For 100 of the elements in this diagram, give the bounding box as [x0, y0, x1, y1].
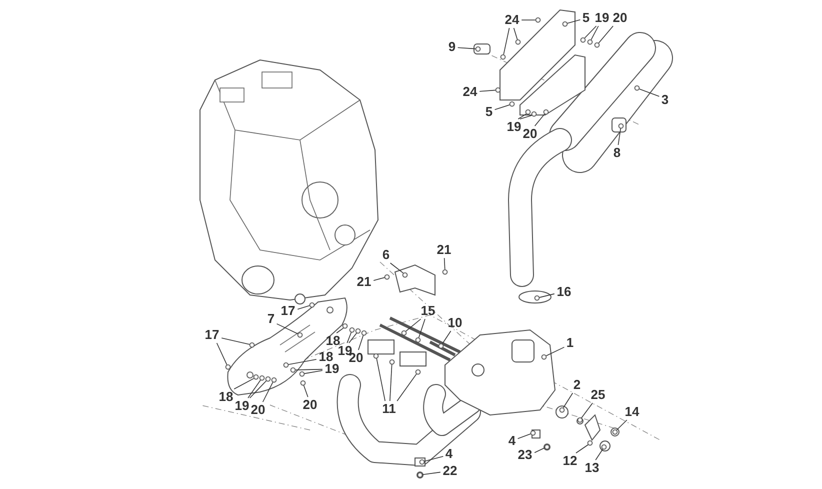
leader-line: [520, 115, 532, 120]
leader-line: [418, 318, 426, 338]
leader-line: [581, 402, 593, 418]
callout-number: 20: [612, 11, 628, 25]
leader-line: [297, 305, 310, 310]
callout-number: 8: [612, 146, 622, 160]
callout-number: 15: [420, 304, 436, 318]
leader-line: [276, 323, 298, 334]
callout-number: 24: [462, 85, 478, 99]
part-marker: [534, 295, 540, 301]
callout-number: 3: [660, 93, 670, 107]
part-marker: [634, 85, 640, 91]
part-marker: [419, 459, 425, 465]
part-marker: [342, 323, 348, 329]
part-marker: [297, 332, 303, 338]
part-marker: [225, 364, 231, 370]
leader-line: [262, 382, 274, 402]
part-marker: [544, 444, 550, 450]
leader-line: [590, 26, 599, 40]
leader-line: [534, 448, 545, 453]
part-marker: [535, 17, 541, 23]
leader-line: [546, 346, 565, 356]
leader-line: [373, 277, 385, 281]
leader-line: [234, 378, 254, 390]
leader-line: [424, 456, 444, 462]
part-marker: [349, 327, 355, 333]
leader-line: [396, 374, 417, 402]
part-marker: [515, 39, 521, 45]
callout-number: 17: [204, 328, 220, 342]
callout-number: 18: [218, 390, 234, 404]
leader-line: [584, 26, 597, 38]
leader-line: [479, 90, 496, 92]
part-marker: [577, 417, 583, 423]
callout-number: 20: [302, 398, 318, 412]
leader-line: [358, 335, 364, 350]
callout-number: 13: [584, 461, 600, 475]
part-marker: [300, 380, 306, 386]
leader-line: [539, 293, 555, 298]
part-marker: [290, 367, 296, 373]
leader-line: [595, 448, 604, 460]
callout-number: 4: [444, 447, 454, 461]
leader-line: [221, 338, 250, 345]
callout-number: 4: [508, 434, 516, 448]
part-marker: [415, 337, 421, 343]
part-marker: [531, 111, 537, 117]
callout-number: 9: [448, 40, 456, 54]
part-marker: [271, 377, 277, 383]
part-marker: [299, 371, 305, 377]
callout-number: 14: [624, 405, 640, 419]
part-marker: [562, 21, 568, 27]
part-marker: [389, 359, 395, 365]
part-marker: [361, 330, 367, 336]
leader-line: [304, 370, 323, 374]
part-marker: [559, 407, 565, 413]
part-marker: [612, 429, 618, 435]
callout-number: 20: [250, 403, 266, 417]
part-marker: [384, 274, 390, 280]
leader-line: [376, 358, 386, 402]
callout-number: 11: [380, 402, 398, 416]
part-marker: [530, 430, 536, 436]
leader-line: [639, 88, 660, 97]
callout-number: 19: [594, 11, 610, 25]
part-marker: [580, 37, 586, 43]
callout-number: 17: [280, 304, 296, 318]
leader-line: [562, 392, 574, 408]
leader-line: [503, 28, 510, 55]
leader-line: [249, 380, 267, 398]
leader-line: [616, 420, 628, 430]
leader-line: [442, 330, 452, 344]
callout-number: 12: [562, 454, 578, 468]
leader-line: [618, 128, 622, 146]
part-marker: [509, 101, 515, 107]
callout-number: 21: [436, 243, 452, 257]
leader-line: [295, 368, 323, 370]
part-marker: [525, 109, 531, 115]
part-marker: [500, 54, 506, 60]
leader-line: [406, 318, 422, 332]
callout-number: 6: [382, 248, 390, 262]
part-marker: [309, 302, 315, 308]
part-marker: [495, 87, 501, 93]
callout-number: 22: [442, 464, 458, 478]
part-marker: [475, 46, 481, 52]
part-marker: [438, 343, 444, 349]
callout-number: 5: [484, 105, 494, 119]
callout-number: 2: [572, 378, 582, 392]
leader-line: [390, 262, 404, 274]
leader-line: [534, 114, 545, 126]
callout-number: 5: [582, 11, 590, 25]
callout-number: 7: [266, 312, 276, 326]
callout-number: 19: [324, 362, 340, 376]
leader-line: [336, 328, 344, 334]
part-marker: [442, 269, 448, 275]
leader-line: [576, 444, 588, 454]
part-marker: [253, 374, 259, 380]
part-marker: [283, 362, 289, 368]
part-marker: [618, 123, 624, 129]
part-marker: [259, 375, 265, 381]
leader-line: [518, 114, 527, 120]
callout-number: 21: [356, 275, 372, 289]
callout-number: 24: [504, 13, 520, 27]
